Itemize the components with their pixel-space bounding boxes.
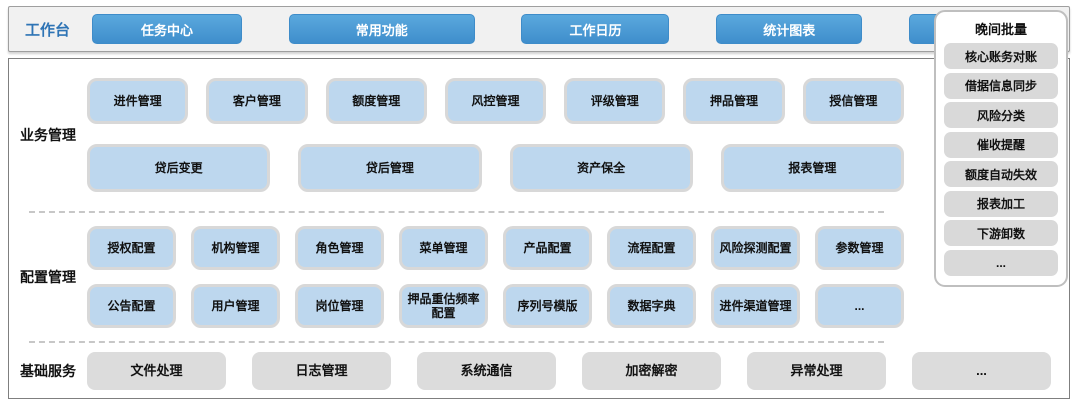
module-box[interactable]: 进件渠道管理 xyxy=(711,283,800,328)
module-box[interactable]: 贷后管理 xyxy=(298,143,482,192)
module-box[interactable]: 岗位管理 xyxy=(295,283,384,328)
module-box[interactable]: ... xyxy=(815,283,904,328)
workbench-buttons: 任务中心常用功能工作日历统计图表公告信息 xyxy=(92,14,1031,44)
module-box[interactable]: 额度管理 xyxy=(325,78,427,125)
module-box[interactable]: 客户管理 xyxy=(206,78,308,125)
module-box[interactable]: 授权配置 xyxy=(87,226,176,271)
module-box[interactable]: 数据字典 xyxy=(607,283,696,328)
module-box[interactable]: 异常处理 xyxy=(747,351,886,390)
module-row: 贷后变更贷后管理资产保全报表管理 xyxy=(87,143,904,192)
night-batch-item[interactable]: 核心账务对账 xyxy=(944,43,1058,69)
section-business-management: 业务管理 进件管理客户管理额度管理风控管理评级管理押品管理授信管理贷后变更贷后管… xyxy=(9,59,1069,211)
module-box[interactable]: 系统通信 xyxy=(417,351,556,390)
module-box[interactable]: 押品管理 xyxy=(683,78,785,125)
module-box[interactable]: 押品重估频率配置 xyxy=(399,283,488,328)
module-box[interactable]: 授信管理 xyxy=(802,78,904,125)
section-rows: 文件处理日志管理系统通信加密解密异常处理... xyxy=(87,343,1051,398)
module-box[interactable]: 文件处理 xyxy=(87,351,226,390)
workbench-button[interactable]: 任务中心 xyxy=(92,14,243,44)
module-box[interactable]: 产品配置 xyxy=(503,226,592,271)
night-batch-item[interactable]: 借据信息同步 xyxy=(944,72,1058,99)
night-batch-item[interactable]: ... xyxy=(944,249,1058,276)
module-box[interactable]: 风险探测配置 xyxy=(711,226,800,271)
module-box[interactable]: 菜单管理 xyxy=(399,226,488,271)
section-label: 配置管理 xyxy=(20,269,76,285)
module-row: 公告配置用户管理岗位管理押品重估频率配置序列号模版数据字典进件渠道管理... xyxy=(87,283,904,328)
workbench-button[interactable]: 常用功能 xyxy=(288,14,475,44)
night-batch-item[interactable]: 风险分类 xyxy=(944,102,1058,129)
section-label: 基础服务 xyxy=(20,362,76,379)
module-row: 文件处理日志管理系统通信加密解密异常处理... xyxy=(87,351,1051,390)
module-box[interactable]: 进件管理 xyxy=(87,78,189,125)
module-row: 授权配置机构管理角色管理菜单管理产品配置流程配置风险探测配置参数管理 xyxy=(87,226,904,271)
workbench-bar: 工作台 任务中心常用功能工作日历统计图表公告信息 xyxy=(8,6,1070,52)
module-box[interactable]: 公告配置 xyxy=(87,283,176,328)
dashed-divider xyxy=(29,211,884,213)
workbench-label: 工作台 xyxy=(25,21,71,39)
module-box[interactable]: 资产保全 xyxy=(509,143,693,192)
section-label: 业务管理 xyxy=(20,127,76,143)
workbench-button[interactable]: 工作日历 xyxy=(521,14,670,44)
module-row: 进件管理客户管理额度管理风控管理评级管理押品管理授信管理 xyxy=(87,78,904,125)
module-box[interactable]: 角色管理 xyxy=(295,226,384,271)
section-base-services: 基础服务 文件处理日志管理系统通信加密解密异常处理... xyxy=(9,343,1069,398)
module-box[interactable]: 用户管理 xyxy=(191,283,280,328)
module-box[interactable]: 日志管理 xyxy=(252,351,391,390)
module-box[interactable]: 机构管理 xyxy=(191,226,280,271)
section-rows: 进件管理客户管理额度管理风控管理评级管理押品管理授信管理贷后变更贷后管理资产保全… xyxy=(87,59,904,211)
module-box[interactable]: 评级管理 xyxy=(564,78,666,125)
workbench-button[interactable]: 统计图表 xyxy=(716,14,863,44)
module-box[interactable]: 贷后变更 xyxy=(87,143,271,192)
night-batch-item[interactable]: 催收提醒 xyxy=(944,131,1058,158)
module-box[interactable]: 风控管理 xyxy=(444,78,547,125)
architecture-panel: 业务管理 进件管理客户管理额度管理风控管理评级管理押品管理授信管理贷后变更贷后管… xyxy=(8,58,1070,399)
module-box[interactable]: 序列号模版 xyxy=(503,283,592,328)
night-batch-item[interactable]: 额度自动失效 xyxy=(944,161,1058,188)
module-box[interactable]: ... xyxy=(912,351,1051,390)
section-config-management: 配置管理 授权配置机构管理角色管理菜单管理产品配置流程配置风险探测配置参数管理公… xyxy=(9,213,1069,341)
module-box[interactable]: 加密解密 xyxy=(582,351,721,390)
module-box[interactable]: 流程配置 xyxy=(607,226,696,271)
night-batch-item[interactable]: 报表加工 xyxy=(944,190,1058,217)
night-batch-item[interactable]: 下游卸数 xyxy=(944,220,1058,247)
module-box[interactable]: 报表管理 xyxy=(720,143,904,192)
section-rows: 授权配置机构管理角色管理菜单管理产品配置流程配置风险探测配置参数管理公告配置用户… xyxy=(87,213,904,341)
night-batch-title: 晚间批量 xyxy=(974,22,1027,37)
night-batch-panel: 晚间批量 核心账务对账借据信息同步风险分类催收提醒额度自动失效报表加工下游卸数.… xyxy=(934,10,1068,287)
dashed-divider xyxy=(29,341,884,343)
module-box[interactable]: 参数管理 xyxy=(815,226,904,271)
night-batch-items: 核心账务对账借据信息同步风险分类催收提醒额度自动失效报表加工下游卸数... xyxy=(944,43,1058,276)
